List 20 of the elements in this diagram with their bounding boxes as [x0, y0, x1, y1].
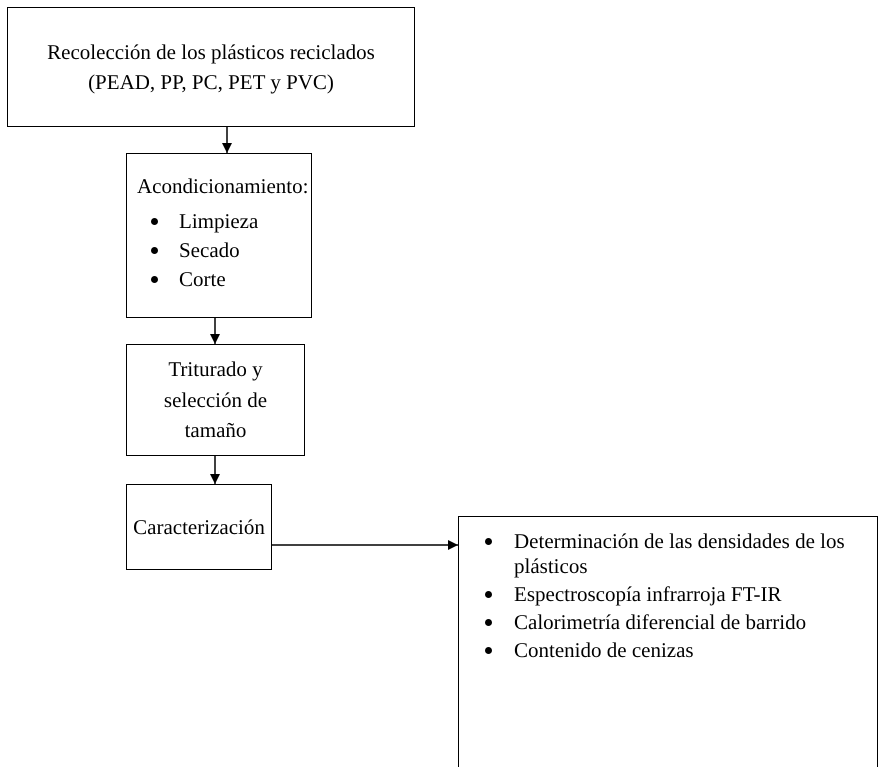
list-item: Corte	[179, 267, 227, 292]
box-heading: Acondicionamiento:	[137, 174, 308, 199]
list-item: Contenido de cenizas	[514, 638, 695, 664]
process-box	[458, 516, 878, 767]
list-item: Determinación de las densidades de los plásticos	[514, 529, 846, 580]
process-box	[7, 7, 415, 127]
box-text: Caracterización	[133, 514, 265, 541]
process-box	[126, 344, 305, 456]
arrow	[210, 456, 220, 484]
list-item: Limpieza	[179, 209, 260, 234]
list-item: Calorimetría diferencial de barrido	[514, 610, 808, 636]
list-item: Secado	[179, 238, 241, 264]
list-item: Espectroscopía infrarroja FT-IR	[514, 582, 782, 608]
process-box	[126, 484, 272, 570]
arrow	[272, 540, 458, 550]
box-text: Recolección de los plásticos reciclados (PEAD, PP, PC, PET y PVC)	[46, 38, 376, 96]
arrow	[210, 318, 220, 344]
box-text: Triturado y selección de tamaño	[162, 356, 268, 444]
arrow	[222, 127, 232, 153]
process-box	[126, 153, 312, 318]
